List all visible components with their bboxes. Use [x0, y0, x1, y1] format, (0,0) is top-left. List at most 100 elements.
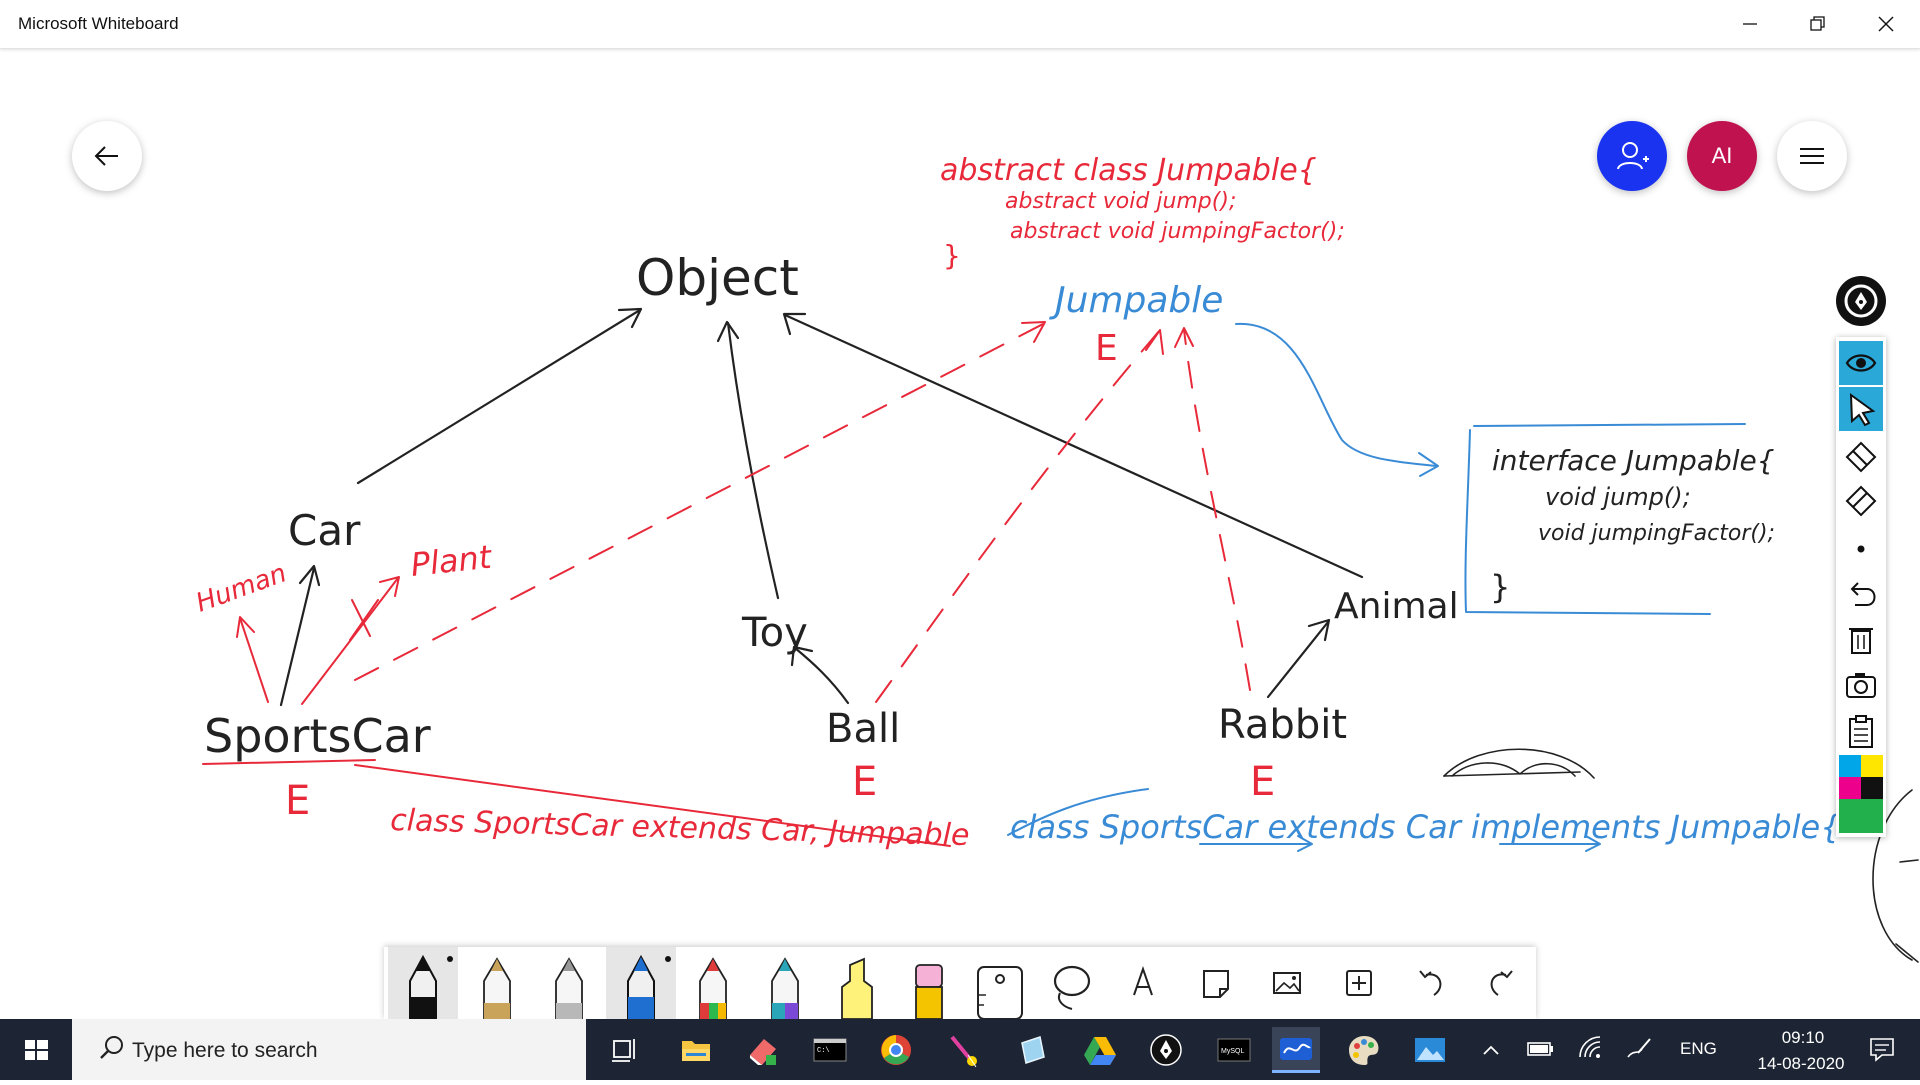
pen-icon — [483, 957, 511, 1019]
redo-button[interactable] — [1466, 947, 1536, 1019]
node-car: Car — [288, 506, 361, 555]
close-icon — [1878, 16, 1894, 32]
active-pen-badge[interactable] — [1836, 276, 1886, 326]
taskbar-search[interactable]: Type here to search — [72, 1019, 586, 1080]
camera-tool[interactable] — [1839, 663, 1883, 707]
wifi-indicator[interactable] — [1572, 1019, 1608, 1080]
view-tool[interactable] — [1839, 341, 1883, 385]
node-jumpable-e: E — [1095, 328, 1118, 369]
pen-icon — [699, 957, 727, 1019]
paint-app[interactable] — [1340, 1027, 1388, 1073]
swatch-green[interactable] — [1839, 799, 1883, 833]
start-button[interactable] — [0, 1019, 72, 1080]
node-ball-e: E — [852, 759, 877, 805]
ruler-eraser-tool[interactable] — [1839, 479, 1883, 523]
google-drive-app[interactable] — [1076, 1027, 1124, 1073]
photos-app[interactable] — [1406, 1027, 1454, 1073]
blue-class-note: class SportsCar extends Car implements J… — [1010, 808, 1841, 846]
swatch-magenta[interactable] — [1839, 777, 1861, 799]
whiteboard-app[interactable] — [1272, 1027, 1320, 1073]
taskbar: Type here to search C:\ MySQL — [0, 1019, 1920, 1080]
eraser-app-icon — [750, 1039, 776, 1065]
pen-workspace[interactable] — [1620, 1019, 1656, 1080]
back-button[interactable] — [72, 121, 142, 191]
node-rabbit: Rabbit — [1218, 702, 1347, 748]
menu-button[interactable] — [1777, 121, 1847, 191]
eraser-tool[interactable] — [1839, 433, 1883, 477]
plus-box-icon — [1346, 970, 1372, 996]
cursor-icon — [1849, 392, 1876, 427]
pen-tool-app[interactable] — [1142, 1027, 1190, 1073]
sticky-note-icon — [1203, 970, 1229, 998]
image-tool[interactable] — [1252, 947, 1322, 1019]
clipboard-icon — [1849, 715, 1873, 748]
text-tool[interactable] — [1108, 947, 1178, 1019]
rainbow-pen-tool[interactable] — [678, 947, 748, 1019]
notifications-button[interactable] — [1852, 1019, 1912, 1080]
chevron-up-icon — [1483, 1045, 1499, 1055]
text-icon — [1133, 965, 1153, 996]
redo-icon — [1490, 970, 1513, 996]
mysql-app[interactable]: MySQL — [1210, 1027, 1258, 1073]
restore-button[interactable] — [1784, 0, 1852, 48]
pen-icon — [771, 957, 799, 1019]
ink-labels: abstract class Jumpable{ abstract void j… — [192, 153, 1840, 853]
battery-icon — [1527, 1042, 1553, 1056]
language-label: ENG — [1680, 1039, 1717, 1058]
eraser-pen-tool[interactable] — [894, 947, 964, 1019]
lasso-tool[interactable] — [1036, 947, 1106, 1019]
language-indicator[interactable]: ENG — [1672, 1019, 1724, 1080]
close-button[interactable] — [1852, 0, 1920, 48]
highlighter-tool[interactable] — [822, 947, 892, 1019]
silver-pen-tool[interactable] — [534, 947, 604, 1019]
dot-tool[interactable] — [1839, 525, 1883, 569]
node-jumpable: Jumpable — [1049, 280, 1223, 321]
pen-icon — [627, 954, 671, 1019]
galaxy-pen-tool[interactable] — [750, 947, 820, 1019]
interface-line3: void jumpingFactor(); — [1538, 521, 1775, 546]
swatch-black[interactable] — [1861, 777, 1883, 799]
select-tool[interactable] — [1839, 387, 1883, 431]
file-explorer-app[interactable] — [672, 1027, 720, 1073]
chrome-app[interactable] — [872, 1027, 920, 1073]
notification-icon — [1870, 1038, 1894, 1062]
invite-button[interactable] — [1597, 121, 1667, 191]
insert-tool[interactable] — [1324, 947, 1394, 1019]
note-tool[interactable] — [1180, 947, 1250, 1019]
clock-time: 09:10 — [1781, 1028, 1825, 1047]
terminal-app[interactable]: C:\ — [806, 1027, 854, 1073]
minimize-button[interactable] — [1716, 0, 1784, 48]
black-pen-tool[interactable] — [388, 947, 458, 1019]
gold-pen-tool[interactable] — [462, 947, 532, 1019]
whiteboard-canvas[interactable]: abstract class Jumpable{ abstract void j… — [0, 49, 1920, 1019]
task-view-button[interactable] — [600, 1027, 648, 1073]
paint-eraser-app[interactable] — [738, 1027, 786, 1073]
restore-icon — [1810, 16, 1825, 31]
blue-pen-tool[interactable] — [606, 947, 676, 1019]
swatch-yellow[interactable] — [1861, 755, 1883, 777]
node-animal: Animal — [1334, 586, 1459, 627]
node-toy: Toy — [741, 610, 808, 656]
pen-app[interactable] — [940, 1027, 988, 1073]
tray-overflow[interactable] — [1476, 1019, 1506, 1080]
highlighter-icon — [841, 957, 873, 1019]
ruler-tool[interactable] — [964, 947, 1034, 1019]
clipboard-tool[interactable] — [1839, 709, 1883, 753]
node-rabbit-e: E — [1250, 759, 1275, 805]
glass-app[interactable] — [1008, 1027, 1056, 1073]
node-sportscar-e: E — [285, 778, 310, 824]
glass-cube-icon — [1021, 1036, 1045, 1064]
strike-through-note: class SportsCar extends Car, Jumpable — [390, 803, 970, 853]
terminal-icon: C:\ — [813, 1038, 847, 1062]
undo-button[interactable] — [1396, 947, 1466, 1019]
photos-icon — [1415, 1038, 1445, 1062]
drive-icon — [1084, 1037, 1116, 1065]
undo-tool[interactable] — [1839, 571, 1883, 615]
pen-nib-icon — [1150, 1034, 1182, 1066]
user-avatar[interactable]: AI — [1687, 121, 1757, 191]
battery-indicator[interactable] — [1522, 1019, 1558, 1080]
pen-icon — [555, 957, 583, 1019]
eraser-icon — [1845, 441, 1877, 473]
swatch-cyan[interactable] — [1839, 755, 1861, 777]
delete-tool[interactable] — [1839, 617, 1883, 661]
